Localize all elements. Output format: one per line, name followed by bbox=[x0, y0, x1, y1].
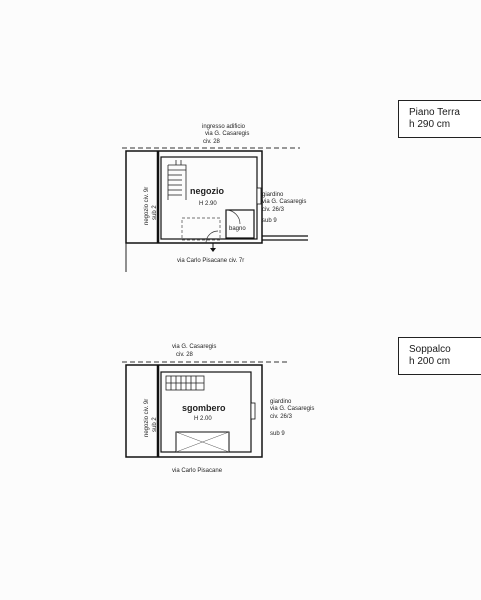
mezz-outer-wall bbox=[125, 364, 263, 458]
ground-entry-door bbox=[205, 230, 219, 244]
mezz-street-label: via Carlo Pisacane bbox=[172, 468, 223, 474]
entry-marker-icon bbox=[210, 248, 216, 252]
mezzanine-plan: via G. Casaregis civ. 28 sgombero H 2.00… bbox=[122, 344, 314, 474]
mezz-top-street-line1: via G. Casaregis bbox=[172, 344, 216, 350]
bathroom-label: bagno bbox=[229, 226, 246, 232]
mezz-garden-line3: civ. 26/3 bbox=[270, 414, 293, 420]
ground-floor-plan: ingresso adificio via G. Casaregis civ. … bbox=[122, 124, 308, 272]
mezz-left-sub: sub 2 bbox=[152, 417, 158, 432]
ground-right-sub: sub 9 bbox=[262, 218, 277, 224]
ground-room-name: negozio bbox=[190, 186, 224, 196]
ground-street-label: via Carlo Pisacane civ. 7r bbox=[177, 258, 244, 264]
mezz-right-window bbox=[250, 402, 256, 420]
ground-left-neighbor: negozio civ. 9r bbox=[144, 187, 150, 225]
bathroom-door-swing bbox=[225, 209, 241, 225]
ground-entrance-line3: civ. 28 bbox=[203, 139, 221, 145]
ground-entrance-line1: ingresso adificio bbox=[202, 124, 246, 130]
ground-garden-line2: via G. Casaregis bbox=[262, 199, 306, 205]
mezz-right-sub: sub 9 bbox=[270, 431, 285, 437]
ground-floor-height: h 290 cm bbox=[409, 119, 451, 130]
mezz-void-diagonal-2 bbox=[175, 431, 230, 453]
ground-floor-label-box: Piano Terra h 290 cm bbox=[398, 100, 481, 138]
mezz-stairs bbox=[165, 375, 205, 391]
mezz-room-height: H 2.00 bbox=[194, 416, 212, 422]
mezz-room-name: sgombero bbox=[182, 403, 226, 413]
mezz-garden-line2: via G. Casaregis bbox=[270, 406, 314, 412]
ground-entrance-line2: via G. Casaregis bbox=[205, 131, 249, 137]
ground-garden-line1: giardino bbox=[262, 192, 284, 198]
ground-stairs bbox=[167, 160, 187, 200]
mezz-garden-line1: giardino bbox=[270, 399, 292, 405]
mezz-left-neighbor: negozio civ. 9r bbox=[144, 399, 150, 437]
ground-outer-wall bbox=[125, 150, 263, 244]
mezzanine-projection bbox=[181, 217, 221, 241]
ground-room-height: H 2.90 bbox=[199, 201, 217, 207]
ground-garden-line3: civ. 26/3 bbox=[262, 207, 285, 213]
ground-right-window bbox=[256, 187, 262, 205]
ground-left-sub: sub 2 bbox=[152, 205, 158, 220]
ground-floor-title: Piano Terra bbox=[409, 107, 460, 118]
bathroom-wall bbox=[225, 209, 255, 239]
mezzanine-label-box: Soppalco h 200 cm bbox=[398, 337, 481, 375]
mezzanine-height: h 200 cm bbox=[409, 356, 451, 367]
mezz-top-street-line2: civ. 28 bbox=[176, 352, 194, 358]
mezzanine-title: Soppalco bbox=[409, 344, 451, 355]
